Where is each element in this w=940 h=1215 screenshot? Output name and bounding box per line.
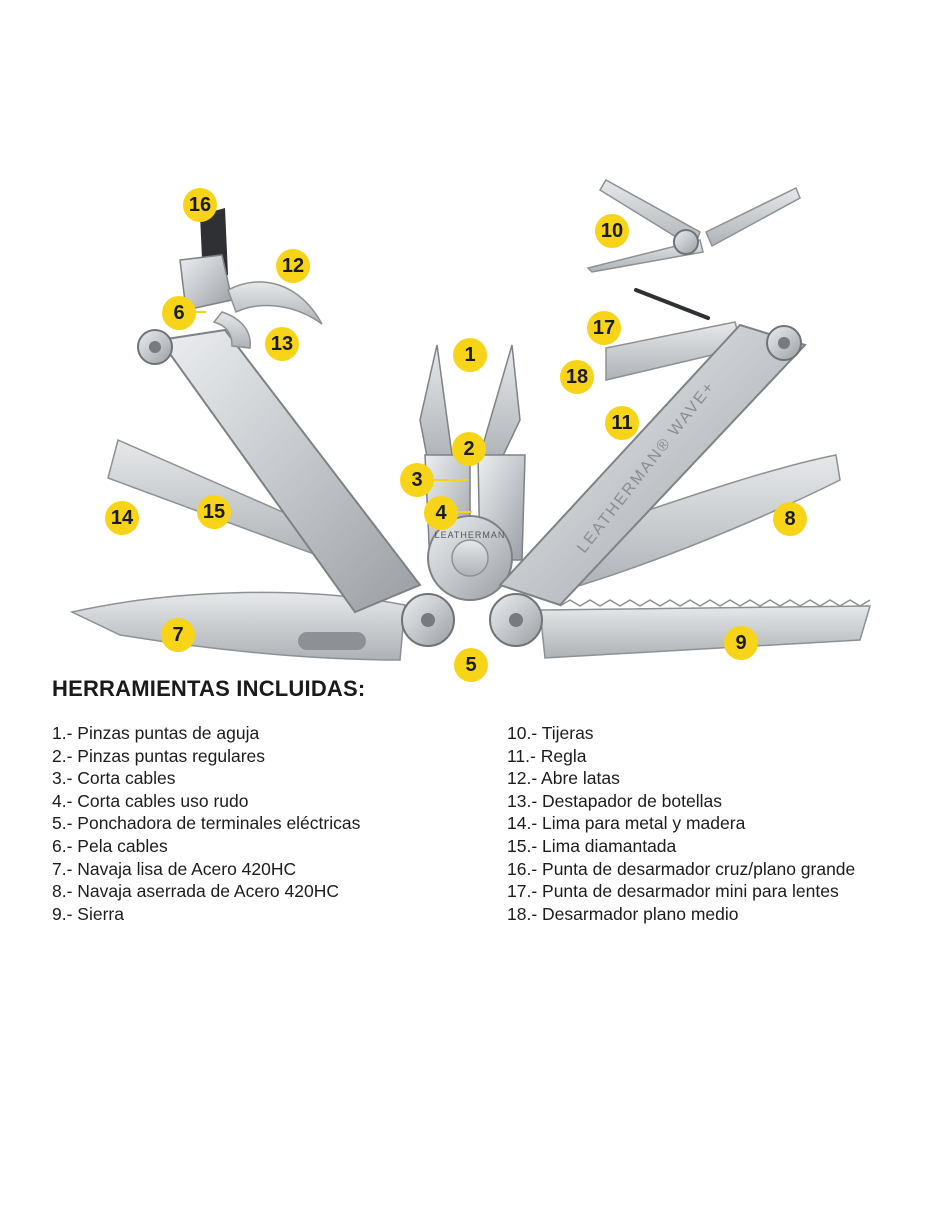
callout-18: 18 xyxy=(560,360,594,394)
callout-13: 13 xyxy=(265,327,299,361)
left-bottom-screw xyxy=(421,613,435,627)
tool-item: 8.- Navaja aserrada de Acero 420HC xyxy=(52,881,339,902)
callout-8: 8 xyxy=(773,502,807,536)
tool-item: 13.- Destapador de botellas xyxy=(507,790,722,811)
multitool-illustration: LEATHERMAN LEATHERMAN® WAVE+ xyxy=(69,178,872,661)
scissors-pivot xyxy=(673,229,699,255)
saw-tool xyxy=(539,605,872,659)
tool-list-right: 10.- Tijeras 11.- Regla 12.- Abre latas … xyxy=(507,722,855,925)
right-top-screw xyxy=(778,337,790,349)
tool-item: 4.- Corta cables uso rudo xyxy=(52,790,249,811)
left-handle xyxy=(158,328,422,614)
callout-14: 14 xyxy=(105,501,139,535)
scissors-arm xyxy=(705,186,801,248)
callout-10: 10 xyxy=(595,214,629,248)
tool-item: 7.- Navaja lisa de Acero 420HC xyxy=(52,858,297,879)
pliers-pivot-center xyxy=(451,539,489,577)
section-title: HERRAMIENTAS INCLUIDAS: xyxy=(52,676,366,701)
callout-15: 15 xyxy=(197,495,231,529)
callout-9: 9 xyxy=(724,626,758,660)
tool-item: 9.- Sierra xyxy=(52,903,124,924)
callout-1: 1 xyxy=(453,338,487,372)
tool-item: 11.- Regla xyxy=(507,745,587,766)
callout-4: 4 xyxy=(424,496,458,530)
callout-16: 16 xyxy=(183,188,217,222)
callout-17: 17 xyxy=(587,311,621,345)
bottle-opener-tool xyxy=(212,311,251,349)
tool-item: 10.- Tijeras xyxy=(507,723,594,743)
tool-list-left: 1.- Pinzas puntas de aguja 2.- Pinzas pu… xyxy=(52,722,360,925)
tool-item: 15.- Lima diamantada xyxy=(507,835,677,856)
blade-thumb-hole xyxy=(298,632,366,650)
callout-5: 5 xyxy=(454,648,488,682)
callout-12: 12 xyxy=(276,249,310,283)
left-top-screw xyxy=(149,341,161,353)
callout-7: 7 xyxy=(161,618,195,652)
can-opener-tool xyxy=(227,281,323,325)
pivot-engraving: LEATHERMAN xyxy=(435,530,506,540)
mini-screwdriver-tool xyxy=(634,288,710,320)
tool-item: 17.- Punta de desarmador mini para lente… xyxy=(507,881,839,902)
tool-item: 12.- Abre latas xyxy=(507,768,620,789)
tool-item: 2.- Pinzas puntas regulares xyxy=(52,745,266,766)
tool-item: 6.- Pela cables xyxy=(52,835,168,856)
tool-item: 3.- Corta cables xyxy=(52,768,176,789)
scissors-blade-lower xyxy=(586,239,704,273)
callout-11: 11 xyxy=(605,406,639,440)
tool-item: 14.- Lima para metal y madera xyxy=(507,813,746,834)
needlenose-jaw-left xyxy=(419,344,453,463)
tool-item: 1.- Pinzas puntas de aguja xyxy=(52,723,260,743)
tool-item: 18.- Desarmador plano medio xyxy=(507,903,739,924)
tool-item: 5.- Ponchadora de terminales eléctricas xyxy=(52,813,361,834)
tool-item: 16.- Punta de desarmador cruz/plano gran… xyxy=(507,858,856,879)
serrated-blade-tool xyxy=(559,454,841,591)
callout-6: 6 xyxy=(162,296,196,330)
callout-3: 3 xyxy=(400,463,434,497)
saw-teeth xyxy=(559,599,871,607)
callout-2: 2 xyxy=(452,432,486,466)
needlenose-jaw-right xyxy=(479,344,521,463)
right-bottom-screw xyxy=(509,613,523,627)
